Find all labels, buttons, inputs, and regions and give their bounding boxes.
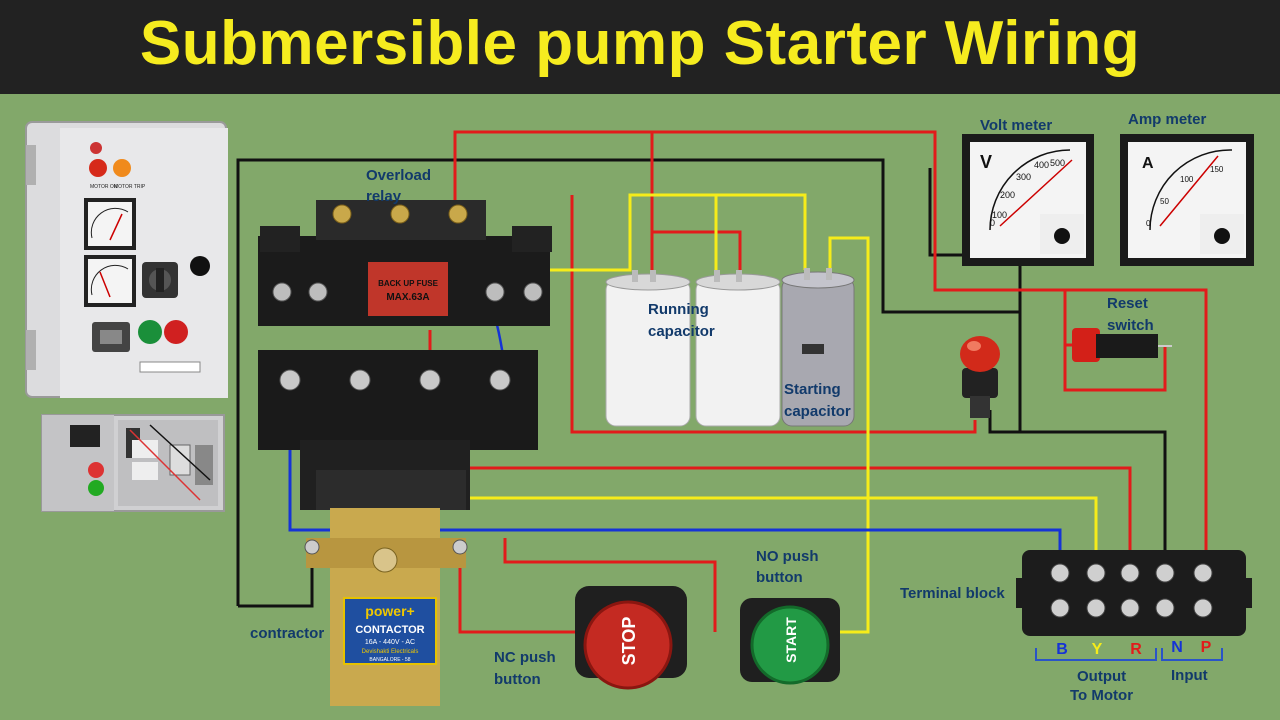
indicator-lamp xyxy=(960,336,1000,418)
start-label: START xyxy=(783,617,799,663)
volt-tick-400: 400 xyxy=(1034,160,1049,170)
running-capacitor-2 xyxy=(695,270,781,427)
terminal-y-label: Y xyxy=(1092,641,1103,658)
nc-push-label-2: button xyxy=(494,671,541,688)
terminal-p-label: P xyxy=(1201,639,1212,656)
volt-tick-500: 500 xyxy=(1050,158,1065,168)
volt-tick-100: 100 xyxy=(992,210,1007,220)
starting-capacitor-label-2: capacitor xyxy=(784,403,851,420)
overload-relay-label-1: Overload xyxy=(366,167,431,184)
no-push-button-start: START xyxy=(740,598,840,685)
contactor-maker: Devishakti Electricals xyxy=(362,649,419,655)
contractor-label: contractor xyxy=(250,625,324,642)
title-bar xyxy=(0,0,1280,94)
contactor-type: CONTACTOR xyxy=(355,624,424,636)
no-push-label-1: NO push xyxy=(756,548,819,565)
reset-switch xyxy=(1072,328,1172,362)
contactor-brand: power+ xyxy=(365,603,414,619)
motor-trip-label: MOTOR TRIP xyxy=(114,184,146,190)
volt-tick-200: 200 xyxy=(1000,190,1015,200)
volt-meter: V 0 100 200 300 400 500 xyxy=(962,134,1094,266)
starting-capacitor xyxy=(781,268,855,427)
overload-relay-label-2: relay xyxy=(366,188,402,205)
motor-on-lamp xyxy=(89,159,107,177)
motor-on-label: MOTOR ON xyxy=(90,184,118,190)
terminal-r-label: R xyxy=(1130,641,1142,658)
volt-meter-label: Volt meter xyxy=(980,117,1052,134)
contactor-rating: 16A - 440V - AC xyxy=(365,639,415,646)
relay-plate-line1: BACK UP FUSE xyxy=(378,279,439,288)
terminal-block xyxy=(1016,550,1252,661)
page-title: Submersible pump Starter Wiring xyxy=(139,9,1141,78)
volt-tick-0: 0 xyxy=(990,218,995,228)
nc-push-label-1: NC push xyxy=(494,649,556,666)
amp-tick-50: 50 xyxy=(1160,197,1169,206)
terminal-n-label: N xyxy=(1171,639,1183,656)
terminal-block-label: Terminal block xyxy=(900,585,1005,602)
output-label-2: To Motor xyxy=(1070,687,1133,704)
amp-tick-150: 150 xyxy=(1210,165,1224,174)
terminal-b-label: B xyxy=(1056,641,1068,658)
amp-meter: A 0 50 100 150 xyxy=(1120,134,1254,266)
starter-panel-closed: MOTOR ON MOTOR TRIP xyxy=(25,121,228,398)
no-push-label-2: button xyxy=(756,569,803,586)
nc-push-button-stop: STOP xyxy=(575,586,687,690)
running-capacitor-1 xyxy=(605,270,691,427)
starting-capacitor-label-1: Starting xyxy=(784,381,841,398)
amp-tick-100: 100 xyxy=(1180,175,1194,184)
volt-meter-unit: V xyxy=(980,152,992,172)
reset-switch-label-2: switch xyxy=(1107,317,1154,334)
amp-meter-unit: A xyxy=(1142,155,1154,172)
amp-tick-0: 0 xyxy=(1146,219,1151,228)
overload-relay: BACK UP FUSE MAX.63A xyxy=(258,200,552,326)
output-label-1: Output xyxy=(1077,668,1126,685)
volt-tick-300: 300 xyxy=(1016,172,1031,182)
starter-panel-open xyxy=(41,414,225,512)
input-label: Input xyxy=(1171,667,1208,684)
contactor: power+ CONTACTOR 16A - 440V - AC Devisha… xyxy=(258,350,538,706)
running-capacitor-label-1: Running xyxy=(648,301,709,318)
relay-plate-line2: MAX.63A xyxy=(386,292,429,303)
running-capacitor-label-2: capacitor xyxy=(648,323,715,340)
reset-switch-label-1: Reset xyxy=(1107,295,1148,312)
amp-meter-label: Amp meter xyxy=(1128,111,1207,128)
contactor-city: BANGALORE - 58 xyxy=(369,657,410,663)
stop-label: STOP xyxy=(619,617,639,666)
motor-trip-lamp xyxy=(113,159,131,177)
